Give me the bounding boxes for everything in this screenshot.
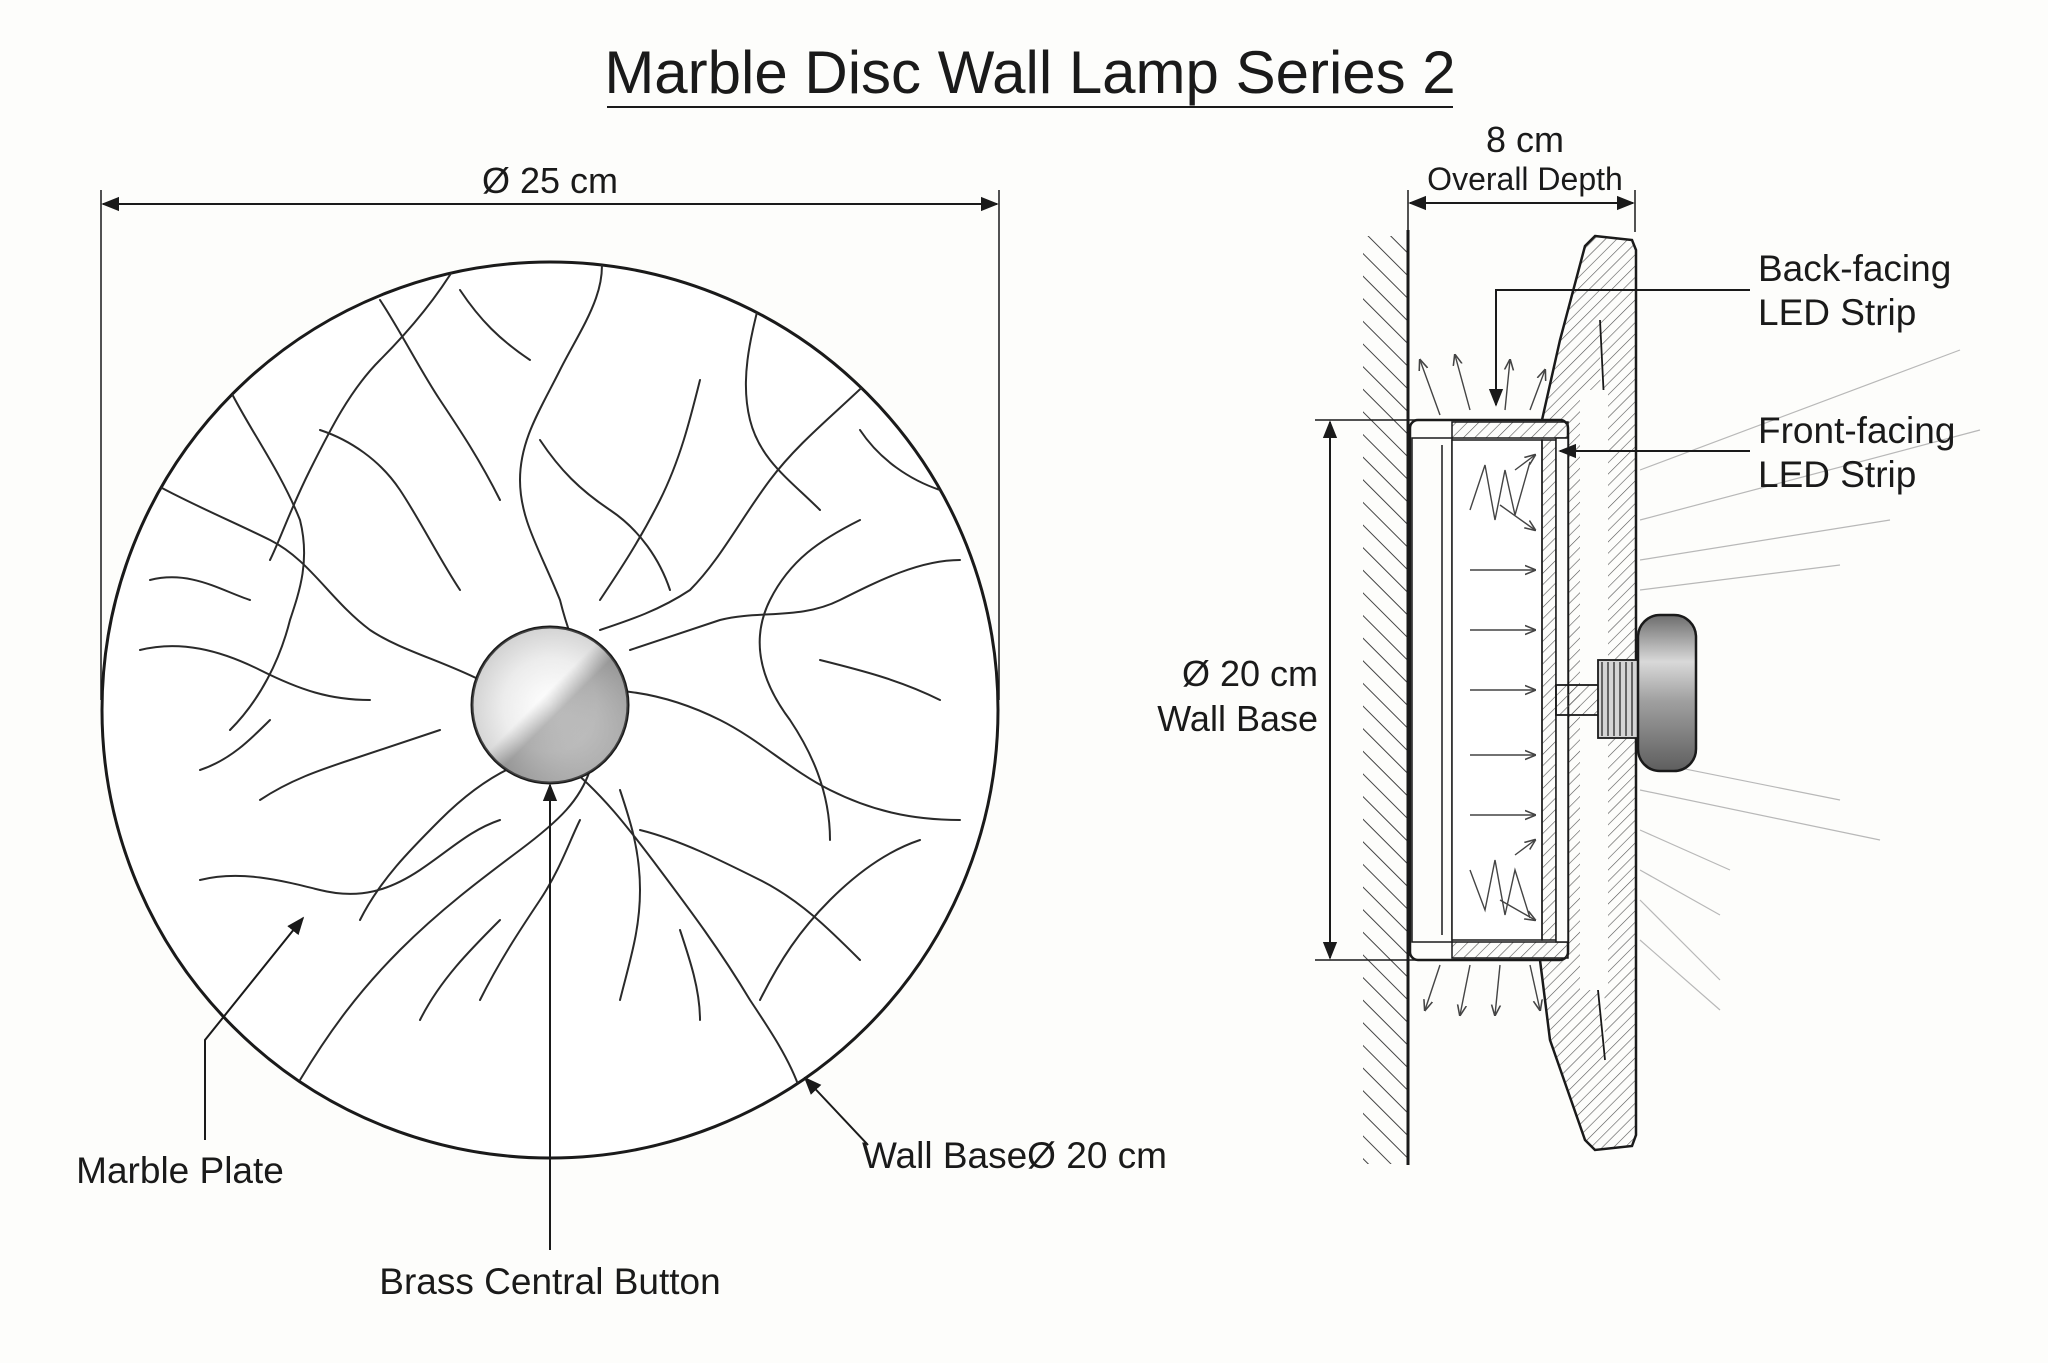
housing-bottom-flange <box>1451 941 1569 959</box>
brass-knob-side <box>1636 613 1698 773</box>
back-led-label-line2: LED Strip <box>1758 292 1916 333</box>
diameter-label: Ø 25 cm <box>482 160 618 201</box>
depth-caption: Overall Depth <box>1427 161 1623 197</box>
base-caption-label: Wall Base <box>1157 698 1318 739</box>
front-led-strip <box>1541 439 1557 941</box>
front-led-label-line1: Front-facing <box>1758 410 1955 451</box>
wall-base-label: Wall BaseØ 20 cm <box>862 1135 1167 1176</box>
side-view: 8 cm Overall Depth Ø 20 cm Wall Base <box>1157 119 1981 1165</box>
back-led-leader <box>1488 289 1750 407</box>
front-view: Ø 25 cm <box>76 160 1167 1302</box>
mounting-bolt <box>1555 684 1605 716</box>
front-led-label-line2: LED Strip <box>1758 454 1916 495</box>
wall-base-leader <box>803 1076 869 1146</box>
threaded-stem <box>1597 659 1639 739</box>
housing-left-wall <box>1411 437 1453 943</box>
marble-veins <box>129 262 961 1091</box>
depth-value: 8 cm <box>1486 119 1564 160</box>
wall-hatching <box>1363 236 1407 1164</box>
base-diameter-label: Ø 20 cm <box>1182 653 1318 694</box>
diagram-title: Marble Disc Wall Lamp Series 2 <box>604 39 1455 106</box>
internal-light-arrows <box>1469 455 1535 920</box>
brass-button-highlight <box>472 627 628 783</box>
housing-top-flange <box>1451 421 1569 439</box>
thread-lines <box>1601 662 1633 736</box>
marble-plate-label: Marble Plate <box>76 1150 284 1191</box>
brass-button-label: Brass Central Button <box>379 1261 720 1302</box>
back-led-label-line1: Back-facing <box>1758 248 1951 289</box>
back-facing-rays <box>1420 355 1545 1015</box>
marble-plate-leader <box>204 916 305 1140</box>
